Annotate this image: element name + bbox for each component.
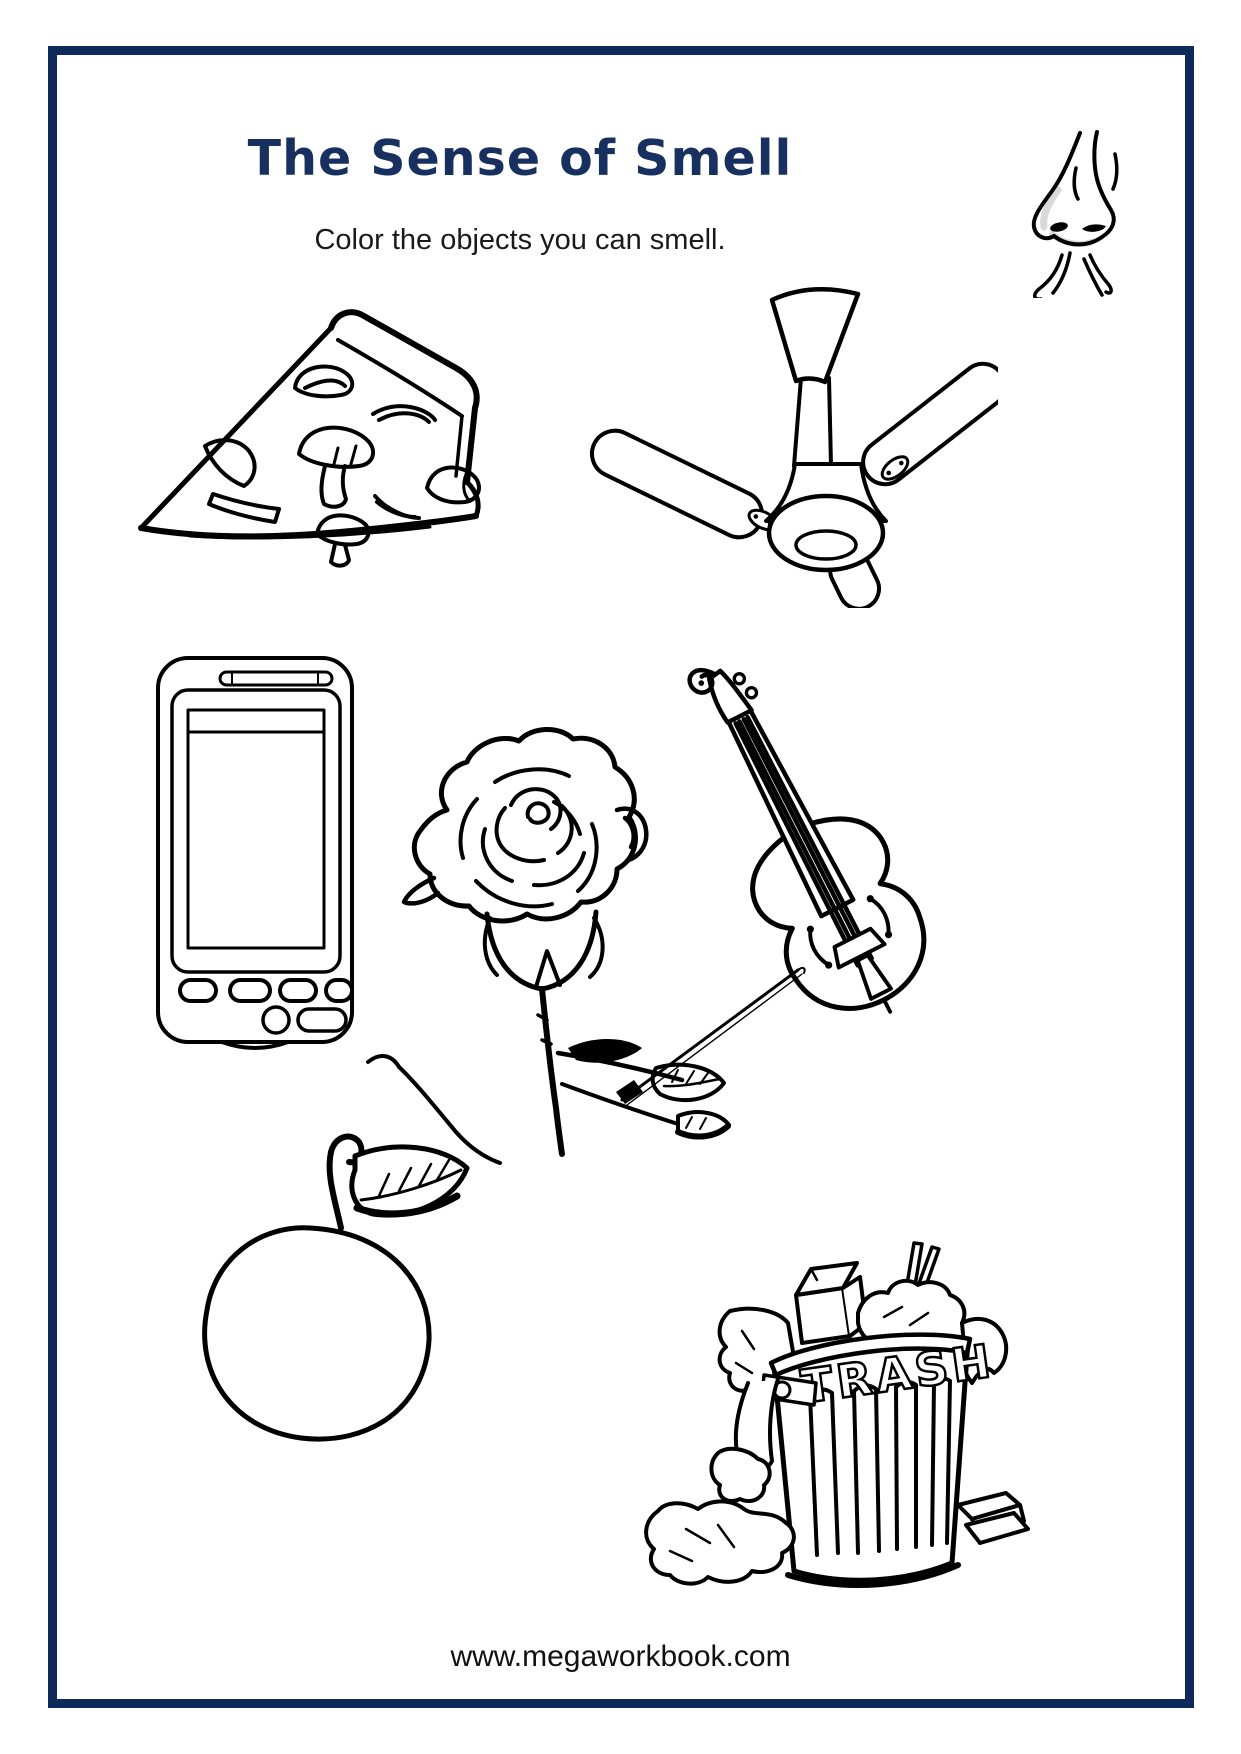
trash-spill	[644, 1377, 796, 1586]
fan-rod	[792, 376, 833, 468]
phone-bezel	[170, 688, 342, 974]
mango-illustration	[202, 1133, 470, 1442]
fan-blade-right	[861, 361, 998, 487]
bass-tailpiece	[855, 953, 893, 1001]
phone-body	[156, 656, 354, 1044]
mango-fruit	[202, 1225, 432, 1442]
bass-strings	[733, 715, 874, 968]
trash-debris-right	[956, 1491, 1030, 1545]
phone-speaker	[218, 670, 334, 687]
sniff-lines	[1033, 251, 1113, 298]
trash-can-rim	[768, 1332, 973, 1378]
fan-mount-cone	[769, 287, 861, 385]
nose-icon	[1031, 130, 1119, 298]
instruction-text: Color the objects you can smell.	[314, 224, 726, 256]
bass-scroll	[687, 667, 717, 695]
ceiling-fan-illustration	[589, 287, 998, 608]
pizza-crust	[328, 309, 480, 485]
mobile-phone-illustration	[156, 656, 354, 1050]
trash-can-illustration: TRASH	[644, 1241, 1030, 1588]
fan-bracket-right	[880, 455, 910, 481]
footer-url: www.megaworkbook.com	[450, 1640, 791, 1673]
phone-trackball	[261, 1005, 291, 1035]
rose-illustration	[366, 726, 731, 1165]
rose-spiral-petals	[458, 767, 599, 909]
double-bass-illustration	[616, 667, 927, 1106]
rose-outer-petals	[411, 726, 638, 924]
fan-hub-ring	[794, 529, 858, 561]
phone-chin	[220, 1040, 290, 1050]
pizza-slice-illustration	[138, 309, 481, 568]
mango-stem	[326, 1149, 344, 1231]
bass-body	[750, 816, 927, 1011]
page-title: The Sense of Smell	[247, 130, 793, 187]
phone-call-button	[296, 1007, 348, 1033]
page-border	[48, 46, 1194, 1708]
bass-bow	[616, 966, 806, 1106]
fan-blade-left	[589, 428, 765, 540]
rose-leaf	[650, 1062, 726, 1103]
nostril-left	[1050, 222, 1068, 232]
rose-cup	[484, 909, 599, 992]
phone-buttons	[178, 978, 354, 1003]
nostril-right	[1082, 224, 1106, 232]
trash-can-ridges	[808, 1376, 952, 1557]
pizza-toppings	[203, 364, 481, 568]
phone-screen	[186, 708, 326, 950]
bass-bridge	[832, 926, 887, 970]
mango-leaf	[349, 1144, 470, 1218]
bass-pegbox	[707, 668, 754, 725]
